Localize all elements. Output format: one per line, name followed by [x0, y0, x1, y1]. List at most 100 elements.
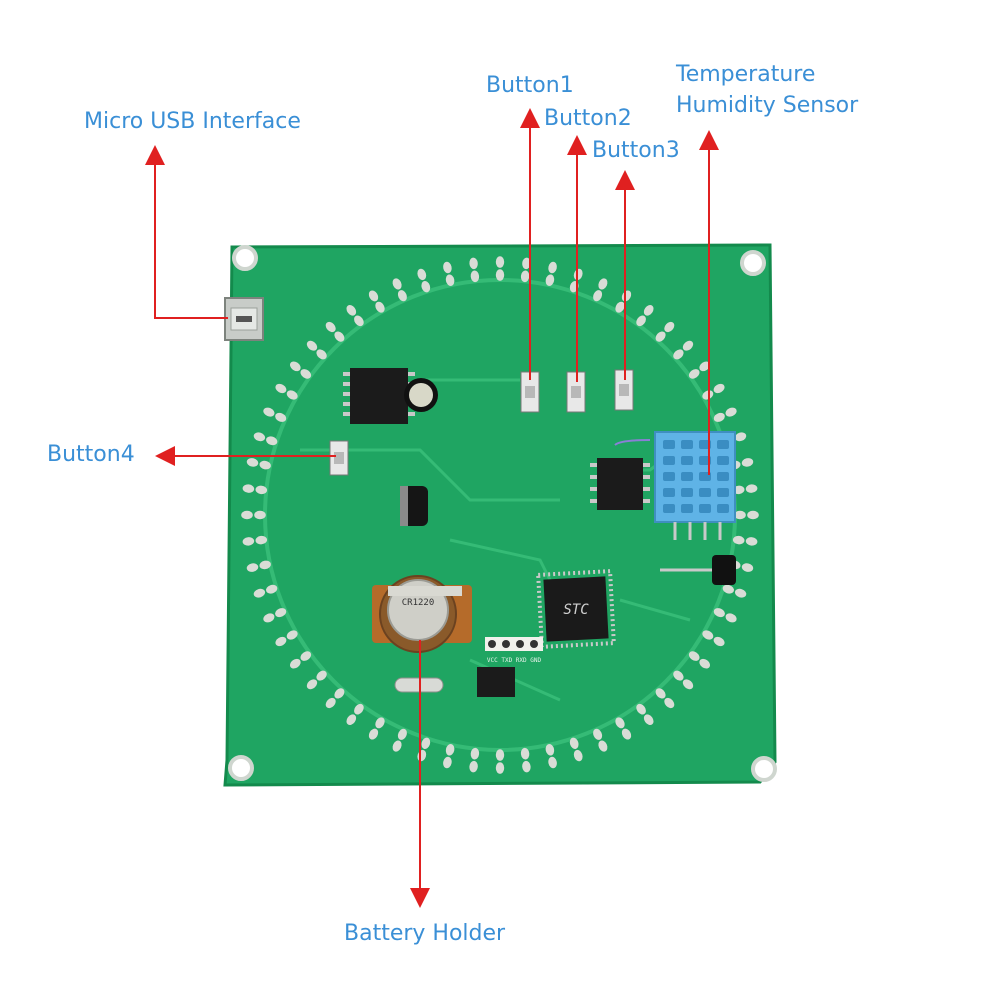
led-pad	[397, 290, 407, 302]
led-pad	[266, 584, 278, 594]
led-pad	[495, 256, 505, 268]
led-pad	[495, 269, 505, 281]
led-pad	[734, 588, 747, 598]
led-pad	[636, 703, 646, 715]
led-pad	[469, 257, 478, 270]
mcu-brand: STC	[563, 602, 589, 618]
led-pad	[664, 321, 675, 333]
label-button1: Button1	[486, 73, 574, 98]
led-pad	[470, 270, 480, 283]
led-pad	[699, 658, 711, 669]
led-pad	[289, 361, 301, 372]
led-pad	[266, 436, 278, 446]
led-pad	[253, 588, 266, 598]
led-pad	[306, 679, 318, 690]
led-pad	[263, 407, 275, 417]
led-pad	[725, 407, 737, 417]
led-pad	[699, 361, 711, 372]
sensor-grille-slot	[717, 456, 729, 465]
led-pad	[246, 458, 259, 467]
led-pad	[354, 703, 364, 715]
sensor-grille-slot	[699, 504, 711, 513]
led-pad	[655, 688, 666, 699]
led-pad	[520, 270, 530, 283]
annotation-arrows	[145, 108, 719, 908]
led-pad	[745, 537, 758, 546]
led-pad	[741, 563, 754, 572]
led-pad	[713, 412, 725, 422]
led-pad	[495, 749, 505, 761]
led-pad	[615, 717, 625, 729]
label-humidity-sensor: Humidity Sensor	[676, 93, 859, 118]
led-pad	[548, 261, 557, 274]
led-pad	[246, 563, 259, 572]
led-pad	[417, 268, 427, 281]
led-pad	[688, 651, 700, 661]
led-pad	[397, 728, 407, 740]
led-pad	[522, 760, 531, 773]
led-pad	[443, 756, 452, 769]
push-button-4	[329, 440, 349, 476]
led-pad	[368, 290, 379, 302]
led-pad	[593, 728, 603, 740]
mcu-chip: STC	[536, 569, 616, 649]
led-pad	[368, 728, 379, 740]
led-pad	[259, 460, 271, 470]
label-button4: Button4	[47, 442, 135, 467]
led-pad	[732, 535, 745, 545]
led-pad	[643, 714, 654, 726]
led-pad	[325, 321, 336, 333]
sensor-grille-slot	[699, 488, 711, 497]
led-pad	[520, 747, 530, 760]
sensor-grille-slot	[663, 488, 675, 497]
led-pad	[713, 636, 725, 647]
led-pad	[621, 728, 632, 740]
led-pad	[306, 340, 318, 351]
sensor-grille-slot	[681, 456, 693, 465]
led-pad	[316, 670, 327, 681]
sensor-grille-slot	[663, 472, 675, 481]
led-pad	[495, 762, 505, 774]
led-pad	[713, 608, 725, 618]
led-pad	[713, 383, 725, 394]
led-pad	[615, 301, 625, 313]
led-pad	[275, 383, 287, 394]
led-pad	[242, 537, 255, 546]
led-pad	[702, 630, 714, 640]
led-pad	[334, 331, 345, 342]
led-pad	[747, 510, 759, 520]
led-pad	[688, 369, 700, 379]
label-button2: Button2	[544, 106, 632, 131]
led-pad	[548, 756, 557, 769]
led-pad	[346, 714, 357, 726]
sensor-grille-slot	[681, 472, 693, 481]
label-battery-holder: Battery Holder	[344, 921, 506, 946]
label-temperature: Temperature	[676, 62, 816, 87]
led-pad	[664, 697, 675, 709]
led-pad	[725, 613, 737, 623]
electrolytic-capacitor-top	[404, 378, 438, 412]
led-pad	[569, 737, 579, 749]
mounting-holes	[228, 245, 777, 782]
led-pad	[636, 315, 646, 327]
led-pad	[241, 510, 253, 520]
led-pad	[673, 670, 684, 681]
led-pad	[545, 274, 555, 286]
led-pad	[253, 432, 266, 442]
temperature-humidity-sensor	[614, 431, 736, 540]
transistor	[660, 555, 736, 585]
led-pad	[255, 535, 268, 545]
led-pad	[573, 749, 583, 762]
battery-holder: CR1220	[372, 575, 472, 653]
led-pad	[673, 349, 684, 360]
sensor-grille-slot	[681, 440, 693, 449]
sensor-grille-slot	[717, 504, 729, 513]
coin-cell-label: CR1220	[402, 598, 435, 608]
led-pad	[263, 613, 275, 623]
soic-chip-left	[343, 368, 415, 424]
led-pad	[242, 484, 255, 493]
led-pad	[421, 737, 431, 749]
soic-chip-bottom	[477, 667, 515, 697]
micro-usb-connector	[224, 297, 264, 341]
led-pad	[682, 679, 694, 690]
